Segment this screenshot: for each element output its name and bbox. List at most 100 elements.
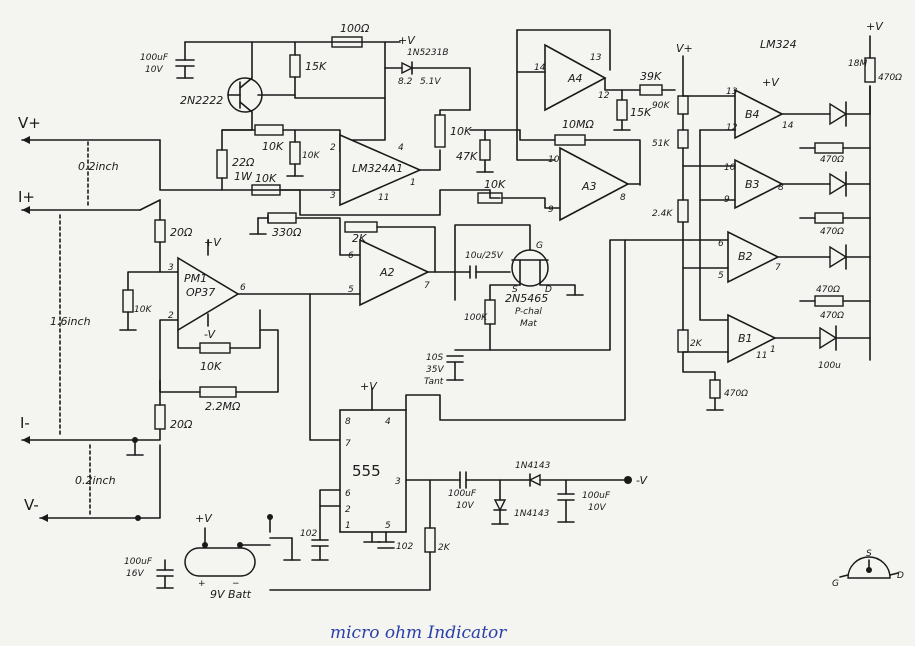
label-r24k: 2.4K xyxy=(652,209,673,219)
label-r47k: 47K xyxy=(456,150,478,163)
top-vplus: +V xyxy=(398,34,416,47)
pin-b4-14: 14 xyxy=(782,121,794,131)
label-r15k-b: 15K xyxy=(630,106,652,119)
label-r330: 330Ω xyxy=(272,226,302,239)
label-npn: 2N2222 xyxy=(180,94,223,107)
label-c10u: 10u/25V xyxy=(465,251,504,261)
b4-label: B4 xyxy=(745,108,760,121)
pin-p2: 2 xyxy=(168,311,174,321)
pinout-d: D xyxy=(897,571,904,581)
battery-minus: − xyxy=(232,579,240,589)
label-r10k-a: 10K xyxy=(262,140,284,153)
ref-amp-label: LM324A1 xyxy=(352,162,403,175)
terminal-iplus-label: I+ xyxy=(18,188,35,206)
terminal-iminus-label: I- xyxy=(20,414,30,432)
pin-a4-14: 14 xyxy=(534,63,546,73)
label-r10k-e: 10K xyxy=(134,305,152,315)
pin-b2-7: 7 xyxy=(775,263,781,273)
label-r20a: 20Ω xyxy=(170,226,193,239)
battery-9v xyxy=(184,547,256,577)
jfet-2n5465: 10u/25V G S D xyxy=(454,224,584,301)
jfet-pinout: S G D xyxy=(832,549,904,589)
label-d1: 1N4143 xyxy=(515,461,551,471)
label-r2k-b: 2K xyxy=(690,339,703,349)
terminal-iminus: I- xyxy=(20,414,136,444)
pin-b4-13: 13 xyxy=(726,87,738,97)
label-r470: 470Ω xyxy=(724,389,748,399)
label-zener: 1N5231B xyxy=(407,48,449,58)
comparator-b4 xyxy=(734,88,784,140)
label-jfet-note2: Mat xyxy=(520,319,537,329)
pin-p6: 6 xyxy=(240,283,246,293)
label-c-top-v: 10V xyxy=(145,65,163,75)
pin-b2-5: 5 xyxy=(718,271,724,281)
b4-vplus: +V xyxy=(762,76,780,89)
comparator-b1 xyxy=(727,313,777,364)
pinout-s: S xyxy=(866,549,872,559)
b2-label: B2 xyxy=(738,250,753,263)
op-amp-a2 xyxy=(359,238,430,307)
label-c102a: 102 xyxy=(300,529,317,539)
pin-a4-13: 13 xyxy=(590,53,602,63)
pin-555-2: 2 xyxy=(345,505,351,515)
pin-555-7: 7 xyxy=(345,439,351,449)
led-4 xyxy=(829,85,871,127)
label-r39k: 39K xyxy=(640,70,662,83)
label-c-bat-v: 16V xyxy=(126,569,144,579)
pin-p3: 3 xyxy=(168,263,174,273)
pin-a3-10: 10 xyxy=(548,155,560,165)
label-led-r3: 470Ω xyxy=(820,311,844,321)
pin-555-8: 8 xyxy=(345,417,351,427)
timer-label: 555 xyxy=(352,462,381,480)
preamp-vminus: -V xyxy=(204,328,217,341)
b3-label: B3 xyxy=(745,178,760,191)
label-c-out2-v: 10V xyxy=(588,503,606,513)
label-jfet: 2N5465 xyxy=(505,292,548,305)
label-c10s-v: 35V xyxy=(426,365,444,375)
op-amp-a3 xyxy=(559,146,630,222)
label-r470-top: 470Ω xyxy=(878,73,902,83)
a3-label: A3 xyxy=(581,180,597,193)
terminal-vplus-label: V+ xyxy=(18,114,41,132)
pin-b3-10: 10 xyxy=(724,163,736,173)
label-r100: 100Ω xyxy=(340,22,370,35)
comparator-b2 xyxy=(727,230,780,284)
pin-a3-9: 9 xyxy=(548,205,554,215)
label-r10k-d: 10K xyxy=(484,178,506,191)
preamp-label-1: PM1 xyxy=(184,272,207,285)
battery-label: 9V Batt xyxy=(210,588,252,601)
battery-plus: + xyxy=(198,579,206,589)
label-r15k: 15K xyxy=(305,60,327,73)
pin-ref-1: 1 xyxy=(410,178,416,188)
pinout-g: G xyxy=(832,579,839,589)
label-r100k: 100K xyxy=(464,313,488,323)
pin-555-1: 1 xyxy=(345,521,351,531)
label-r20b: 20Ω xyxy=(170,418,193,431)
dim-top-gap: 0.2inch xyxy=(78,160,119,173)
label-r22-w: 1W xyxy=(234,170,253,183)
ref-amp-lm324 xyxy=(339,133,422,207)
led-3 xyxy=(829,171,871,197)
pin-555-4: 4 xyxy=(385,417,391,427)
resistor-20a xyxy=(154,219,166,243)
label-c102b: 102 xyxy=(396,542,413,552)
preamp-label-2: OP37 xyxy=(186,286,215,299)
label-c-out1-v: 10V xyxy=(456,501,474,511)
pin-a3-8: 8 xyxy=(620,193,626,203)
label-led-top: 18M xyxy=(848,59,867,69)
pin-a2-5: 5 xyxy=(348,285,354,295)
label-r10k-c: 10K xyxy=(255,172,277,185)
jfet-pin-d: D xyxy=(545,285,552,295)
label-r10k-b: 10K xyxy=(302,151,320,161)
diagram-title: micro ohm Indicator xyxy=(330,623,507,643)
a4-label: A4 xyxy=(567,72,583,85)
label-r10k-f: 10K xyxy=(200,360,222,373)
pin-b2-6: 6 xyxy=(718,239,724,249)
label-c10s-t: Tant xyxy=(424,377,444,387)
pin-555-3: 3 xyxy=(395,477,401,487)
terminal-iplus: I+ xyxy=(18,188,141,214)
terminal-vplus: V+ xyxy=(18,114,161,144)
label-c-bat: 100uF xyxy=(124,557,153,567)
label-d2: 1N4143 xyxy=(514,509,550,519)
